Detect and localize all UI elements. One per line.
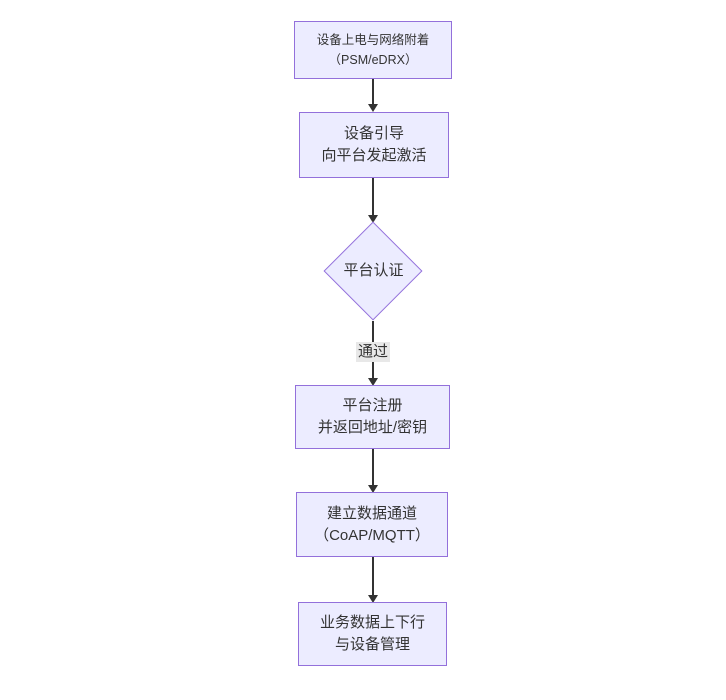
edge-label-pass: 通过: [356, 342, 391, 362]
node-data-channel: 建立数据通道 （CoAP/MQTT）: [296, 492, 448, 557]
node-bootstrap: 设备引导 向平台发起激活: [299, 112, 449, 178]
arrowhead-icon-3: [368, 378, 378, 386]
edge-line-1: [372, 79, 374, 105]
node-platform-register-line2: 并返回地址/密钥: [317, 419, 428, 436]
node-data-channel-line2: （CoAP/MQTT）: [314, 526, 430, 544]
edge-line-2: [372, 178, 374, 215]
node-platform-auth-label: 平台认证: [343, 262, 404, 279]
node-business-data-line1: 业务数据上下行: [319, 614, 425, 631]
node-bootstrap-line2: 向平台发起激活: [321, 147, 427, 164]
edge-line-4: [372, 449, 374, 485]
arrowhead-icon-4: [368, 485, 378, 493]
node-power-attach-line1: 设备上电与网络附着: [316, 33, 430, 47]
arrowhead-icon-2: [368, 215, 378, 223]
node-business-data: 业务数据上下行 与设备管理: [298, 602, 447, 666]
arrowhead-icon-5: [368, 595, 378, 603]
edge-line-5: [372, 557, 374, 595]
node-platform-register-line1: 平台注册: [342, 397, 403, 414]
arrowhead-icon-1: [368, 104, 378, 112]
node-data-channel-line1: 建立数据通道: [326, 504, 417, 522]
node-bootstrap-line1: 设备引导: [343, 125, 404, 142]
node-business-data-line2: 与设备管理: [334, 636, 410, 653]
node-power-attach-line2: （PSM/eDRX）: [328, 53, 418, 67]
node-power-attach: 设备上电与网络附着 （PSM/eDRX）: [294, 21, 452, 79]
node-platform-register: 平台注册 并返回地址/密钥: [295, 385, 450, 449]
